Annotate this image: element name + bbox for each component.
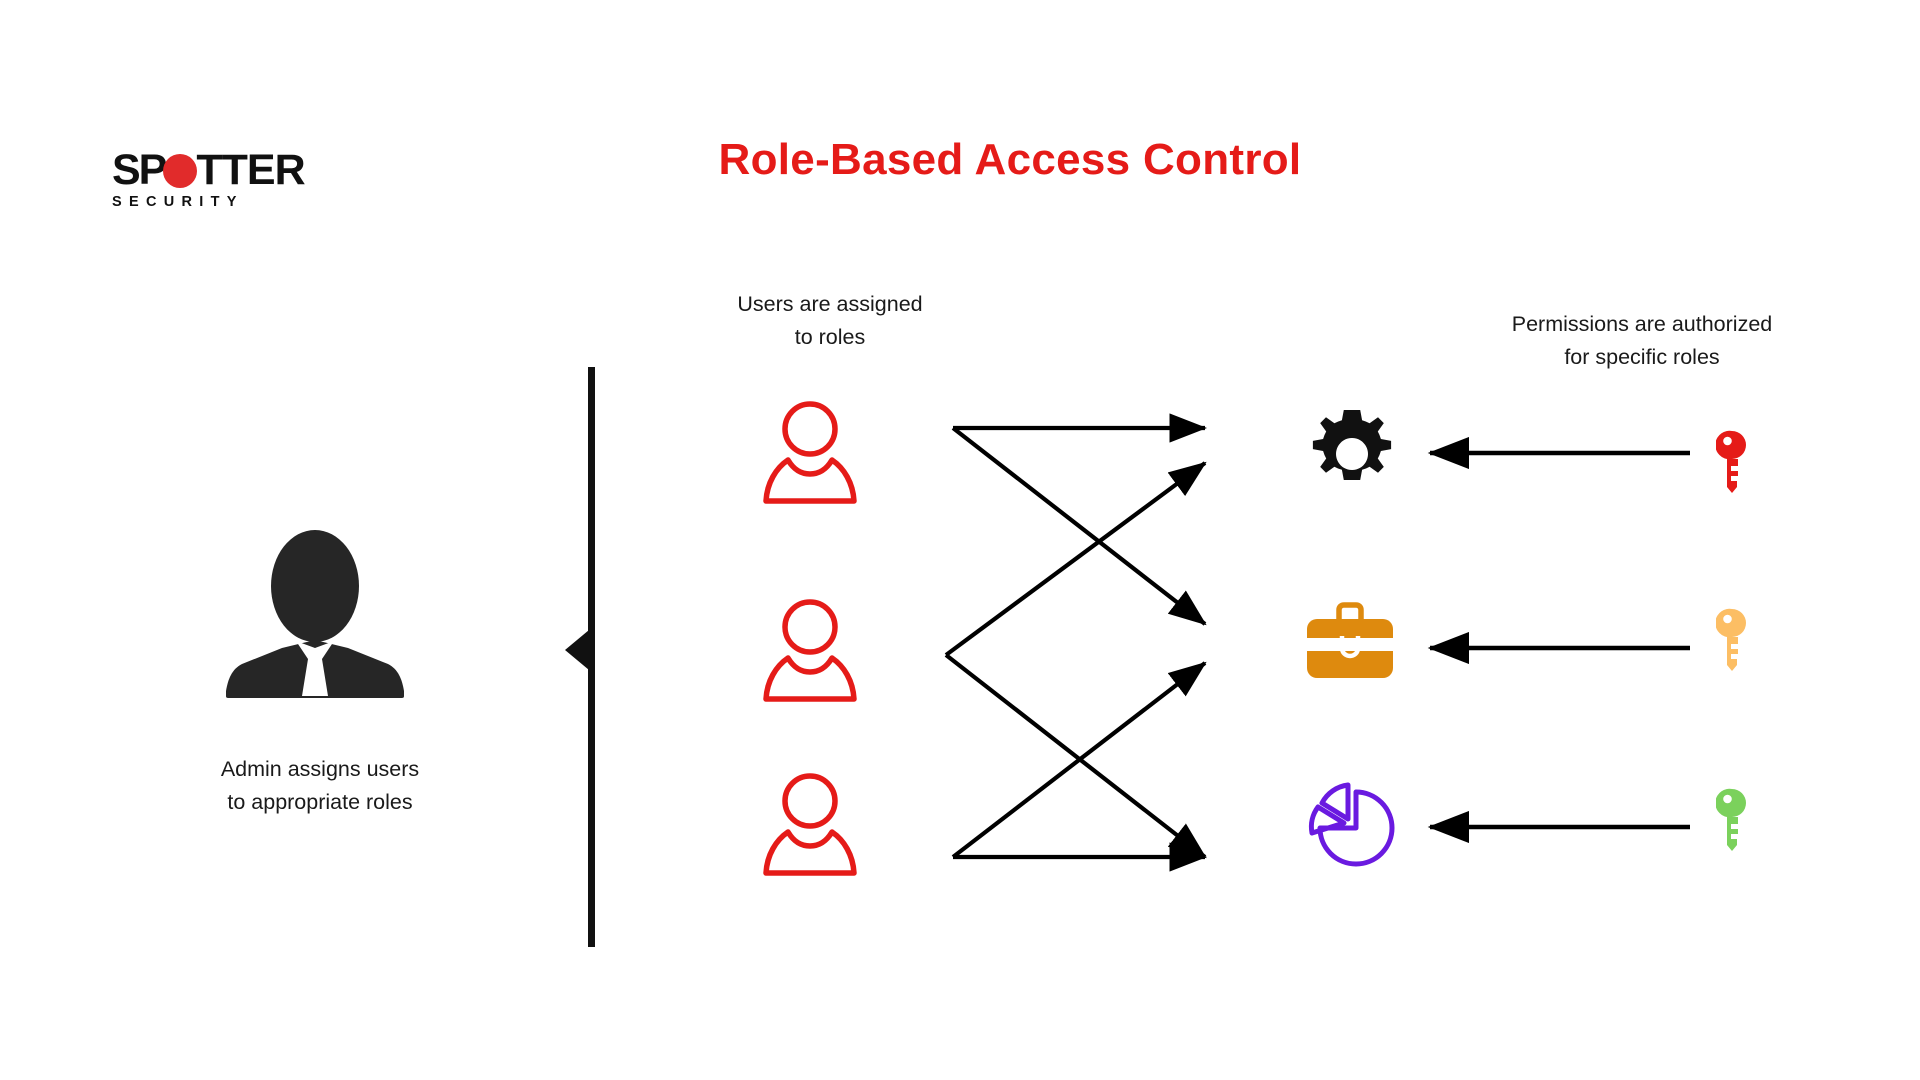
user-outline-icon-1 bbox=[762, 400, 862, 506]
logo-word-prefix: SP bbox=[112, 146, 167, 194]
briefcase-icon bbox=[1304, 600, 1396, 692]
arrow-user2-role1 bbox=[944, 461, 1207, 657]
arrow-user1-role2 bbox=[951, 426, 1207, 626]
admin-person-icon bbox=[220, 528, 410, 698]
user-outline-icon-2 bbox=[762, 598, 862, 704]
divider-arrow-icon bbox=[565, 630, 589, 670]
page-title: Role-Based Access Control bbox=[718, 135, 1302, 184]
caption-admin-assigns: Admin assigns users to appropriate roles bbox=[220, 757, 420, 814]
logo-wordmark: SP TTER bbox=[112, 146, 306, 194]
gear-icon bbox=[1306, 408, 1398, 500]
brand-logo: SP TTER SECURITY bbox=[112, 146, 306, 218]
caption-permissions-authorized: Permissions are authorized for specific … bbox=[1511, 312, 1773, 369]
user-outline-icon-3 bbox=[762, 772, 862, 878]
logo-word-suffix: TTER bbox=[196, 146, 305, 194]
logo-red-dot-icon bbox=[163, 154, 198, 188]
key-icon-2 bbox=[1715, 608, 1748, 672]
arrow-user3-role2 bbox=[951, 661, 1207, 859]
pie-chart-icon bbox=[1304, 780, 1396, 872]
section-divider-line bbox=[588, 367, 595, 947]
arrow-user2-role2 bbox=[944, 653, 1207, 859]
caption-users-assigned: Users are assigned to roles bbox=[737, 292, 923, 349]
logo-tagline: SECURITY bbox=[112, 194, 244, 210]
key-icon-1 bbox=[1715, 430, 1748, 494]
key-icon-3 bbox=[1715, 788, 1748, 852]
